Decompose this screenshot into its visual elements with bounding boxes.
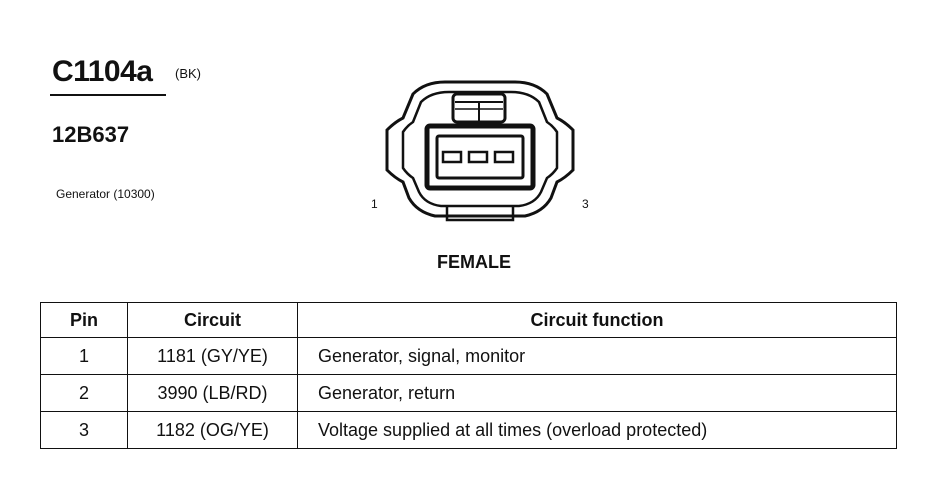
table-row: 1 1181 (GY/YE) Generator, signal, monito… bbox=[40, 337, 897, 375]
pin-label-3: 3 bbox=[582, 197, 589, 211]
header-circuit-function: Circuit function bbox=[297, 302, 897, 338]
part-number: 12B637 bbox=[52, 122, 130, 147]
connector-housing-outer bbox=[385, 80, 575, 218]
pin-cavity-frame bbox=[424, 123, 536, 191]
table-header-row: Pin Circuit Circuit function bbox=[40, 302, 897, 338]
header-pin: Pin bbox=[40, 302, 128, 338]
connector-gender-label: FEMALE bbox=[437, 252, 511, 272]
cell-pin: 3 bbox=[40, 411, 128, 449]
pin-cavity-inner bbox=[435, 134, 525, 180]
cell-circuit-function: Generator, signal, monitor bbox=[297, 337, 897, 375]
connector-id-underline bbox=[50, 94, 166, 96]
table-row: 2 3990 (LB/RD) Generator, return bbox=[40, 374, 897, 412]
connector-id: C1104a bbox=[52, 55, 153, 88]
pin-slot-1 bbox=[441, 150, 463, 164]
header-circuit: Circuit bbox=[127, 302, 298, 338]
connector-color-code: (BK) bbox=[175, 66, 201, 81]
cell-circuit: 1181 (GY/YE) bbox=[127, 337, 298, 375]
cell-circuit: 3990 (LB/RD) bbox=[127, 374, 298, 412]
pin-slot-2 bbox=[467, 150, 489, 164]
component-label: Generator (10300) bbox=[56, 187, 155, 201]
cell-circuit: 1182 (OG/YE) bbox=[127, 411, 298, 449]
pin-slot-3 bbox=[493, 150, 515, 164]
bottom-key bbox=[445, 206, 515, 222]
cell-circuit-function: Generator, return bbox=[297, 374, 897, 412]
table-row: 3 1182 (OG/YE) Voltage supplied at all t… bbox=[40, 411, 897, 449]
cell-circuit-function: Voltage supplied at all times (overload … bbox=[297, 411, 897, 449]
connector-face-diagram bbox=[385, 80, 575, 222]
cell-pin: 1 bbox=[40, 337, 128, 375]
pin-label-1: 1 bbox=[371, 197, 378, 211]
cell-pin: 2 bbox=[40, 374, 128, 412]
pinout-table: Pin Circuit Circuit function 1 1181 (GY/… bbox=[40, 302, 897, 449]
connector-housing-inner bbox=[401, 90, 559, 208]
